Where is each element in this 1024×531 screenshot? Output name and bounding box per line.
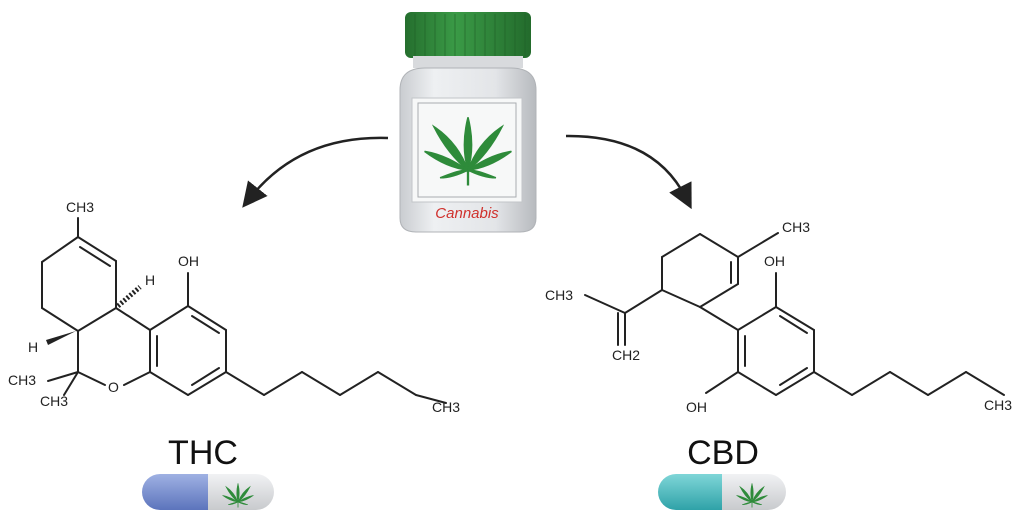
thc-ch3-tail: CH3 [432, 399, 460, 415]
cbd-ch3-tail: CH3 [984, 397, 1012, 413]
thc-capsule [142, 474, 274, 510]
cbd-ch2: CH2 [612, 347, 640, 363]
cbd-ch3-left: CH3 [545, 287, 573, 303]
bottle-neck [413, 56, 523, 68]
thc-ch3-top: CH3 [66, 199, 94, 215]
arrow-to-cbd [565, 134, 692, 210]
bottle-cap-ridges [414, 14, 526, 56]
cbd-title: CBD [687, 434, 759, 472]
thc-ch3-a: CH3 [8, 372, 36, 388]
cbd-capsule [658, 474, 786, 510]
thc-h-left: H [28, 339, 38, 355]
thc-oxygen: O [108, 379, 119, 395]
cbd-ch3-top: CH3 [782, 219, 810, 235]
bottle-cap [405, 12, 531, 58]
cbd-structure: CH3 OH CH3 CH2 OH CH3 [545, 219, 1012, 415]
thc-oh: OH [178, 253, 199, 269]
thc-title: THC [168, 434, 238, 472]
bottle-label-text: Cannabis [435, 205, 499, 222]
cbd-oh-top: OH [764, 253, 785, 269]
thc-structure: CH3 H OH H CH3 CH3 O CH3 [8, 199, 460, 415]
thc-h-top: H [145, 272, 155, 288]
arrow-to-thc [242, 136, 389, 208]
thc-wedge-bond [46, 331, 76, 345]
cannabis-bottle: Cannabis [399, 12, 537, 233]
thc-ch3-b: CH3 [40, 393, 68, 409]
cbd-oh-bottom: OH [686, 399, 707, 415]
thc-hash-bond [116, 285, 142, 308]
